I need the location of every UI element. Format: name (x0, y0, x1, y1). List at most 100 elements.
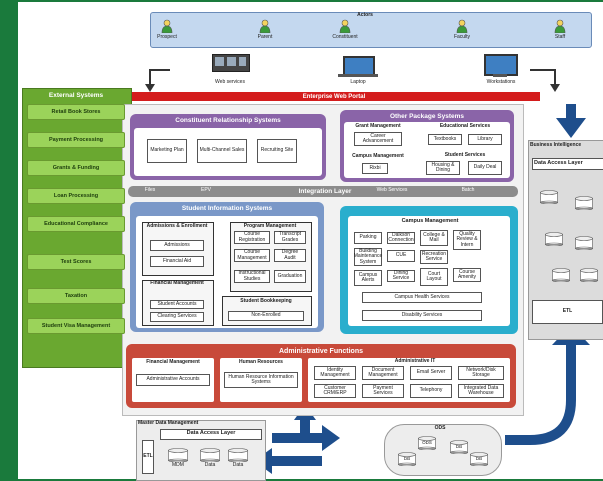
campus-item: Building Maintenance System (353, 247, 383, 266)
web-services-screen (227, 57, 236, 66)
campus-mgmt-small-title: Campus Management (352, 153, 404, 159)
database-icon (552, 268, 570, 283)
database-icon (418, 436, 436, 451)
database-icon (450, 440, 468, 455)
grant-mgmt-title: Grant Management (355, 123, 401, 129)
external-item: Payment Processing (27, 132, 125, 148)
sis-transcript-grades: Transcript Grades (274, 231, 306, 244)
workstation-base (493, 74, 507, 77)
crm-recruiting-site: Recruiting Site (257, 139, 297, 163)
actor-label-constituent: Constituent (332, 34, 358, 40)
campus-item: Dalkson Connection (387, 231, 415, 244)
admin-accounts: Administrative Accounts (136, 374, 210, 386)
admin-network-storage: Network/Disk Storage (458, 366, 504, 380)
database-icon (575, 236, 593, 251)
integration-title: Integration Layer (298, 188, 352, 195)
database-icon (580, 268, 598, 283)
ods-panel (384, 424, 502, 476)
edu-textbooks: Textbooks (428, 134, 462, 145)
sis-clearing-services: Clearing Services (150, 312, 204, 322)
external-item: Loan Processing (27, 188, 125, 204)
ods-db-label: DB (403, 456, 411, 461)
database-icon (168, 448, 188, 463)
sis-program-mgmt-title: Program Management (243, 223, 297, 229)
campus-item: Court Layout (420, 268, 448, 286)
mdm-db-label: MDM (172, 462, 184, 468)
web-services-screen (215, 57, 224, 66)
database-icon (398, 452, 416, 467)
person-icon (553, 19, 567, 34)
campus-item: Recreation Service (420, 250, 448, 264)
crm-multi-channel-sales: Multi-Channel Sales (197, 139, 247, 163)
sis-non-enrolled: Non-Enrolled (228, 311, 304, 321)
sis-course-management: Course Management (234, 249, 270, 262)
person-icon (455, 19, 469, 34)
external-item: Taxation (27, 288, 125, 304)
campus-item: Parking (354, 232, 382, 244)
mdm-db-label: Data (204, 462, 216, 468)
campus-item: Course Amenity (453, 268, 481, 282)
person-icon (160, 19, 174, 34)
mdm-dal-bar (160, 429, 262, 440)
student-housing-dining: Housing & Dining (426, 161, 460, 175)
campus-disability-services: Disability Services (362, 310, 482, 321)
sis-admissions: Admissions (150, 240, 204, 251)
ods-db-label: ODS (422, 440, 432, 445)
actor-label-faculty: Faculty (453, 34, 471, 40)
sis-financial-mgmt-title: Financial Management (150, 280, 204, 286)
sis-graduation: Graduation (274, 270, 306, 283)
mdm-title: Master Data Management (138, 420, 199, 426)
integration-layer (128, 186, 518, 197)
sis-title: Student Information Systems (181, 205, 273, 212)
bi-dal-bar (532, 158, 603, 170)
admin-payment-services: Payment Services (362, 384, 404, 398)
campus-item: Campus Alerts (354, 270, 382, 286)
integration-tag-files: Files (144, 187, 156, 193)
admin-fm-title: Financial Management (146, 359, 200, 365)
mdm-dal-label: Data Access Layer (186, 430, 236, 436)
sis-degree-audit: Degree Audit (274, 249, 306, 262)
actors-band (150, 12, 592, 48)
ods-db-label: DB (475, 456, 483, 461)
actor-label-staff: Staff (554, 34, 566, 40)
laptop-base (338, 74, 378, 77)
admin-identity-mgmt: Identity Management (314, 366, 356, 380)
external-item: Student Visa Management (27, 318, 125, 334)
bi-etl: ETL (532, 300, 603, 324)
sis-student-accounts: Student Accounts (150, 300, 204, 309)
admin-data-warehouse: Integrated Data Warehouse (458, 384, 504, 398)
crm-title: Constituent Relationship Systems (175, 117, 281, 124)
integration-tag-batch: Batch (461, 187, 475, 193)
campus-item: CUE (387, 250, 415, 262)
admin-document-mgmt: Document Management (362, 366, 404, 380)
admin-title: Administrative Functions (278, 347, 363, 355)
admin-hris: Human Resource Information Systems (224, 372, 298, 388)
admin-email-server: Email Server (410, 366, 452, 380)
sis-bookkeeping-title: Student Bookkeeping (240, 298, 292, 304)
admin-telephony: Telephony (410, 384, 452, 398)
bi-title: Business Intelligence (530, 142, 582, 148)
external-item: Grants & Funding (27, 160, 125, 176)
external-item: Retail Book Stores (27, 104, 125, 120)
channel-laptop: Laptop (350, 79, 366, 85)
admin-customer-crm: Customer CRM/ERP (314, 384, 356, 398)
database-icon (545, 232, 563, 247)
campus-item: College & Mail (420, 230, 448, 246)
mdm-db-label: Data (232, 462, 244, 468)
actor-label-parent: Parent (257, 34, 273, 40)
sis-course-registration: Course Registration (234, 231, 270, 244)
integration-tag-epv: EPV (200, 187, 211, 193)
other-package-title: Other Package Systems (389, 113, 465, 120)
database-icon (470, 452, 488, 467)
campus-health-services: Campus Health Services (362, 292, 482, 303)
database-icon (540, 190, 558, 205)
external-item: Test Scores (27, 254, 125, 270)
person-icon (338, 19, 352, 34)
edu-services-title: Educational Services (439, 123, 491, 129)
database-icon (228, 448, 248, 463)
campus-rixbi: Rixbi (362, 163, 388, 174)
external-systems-title: External Systems (48, 91, 104, 99)
sis-admissions-title: Admissions & Enrollment (146, 223, 208, 229)
channel-web-services: Web services (215, 79, 245, 85)
